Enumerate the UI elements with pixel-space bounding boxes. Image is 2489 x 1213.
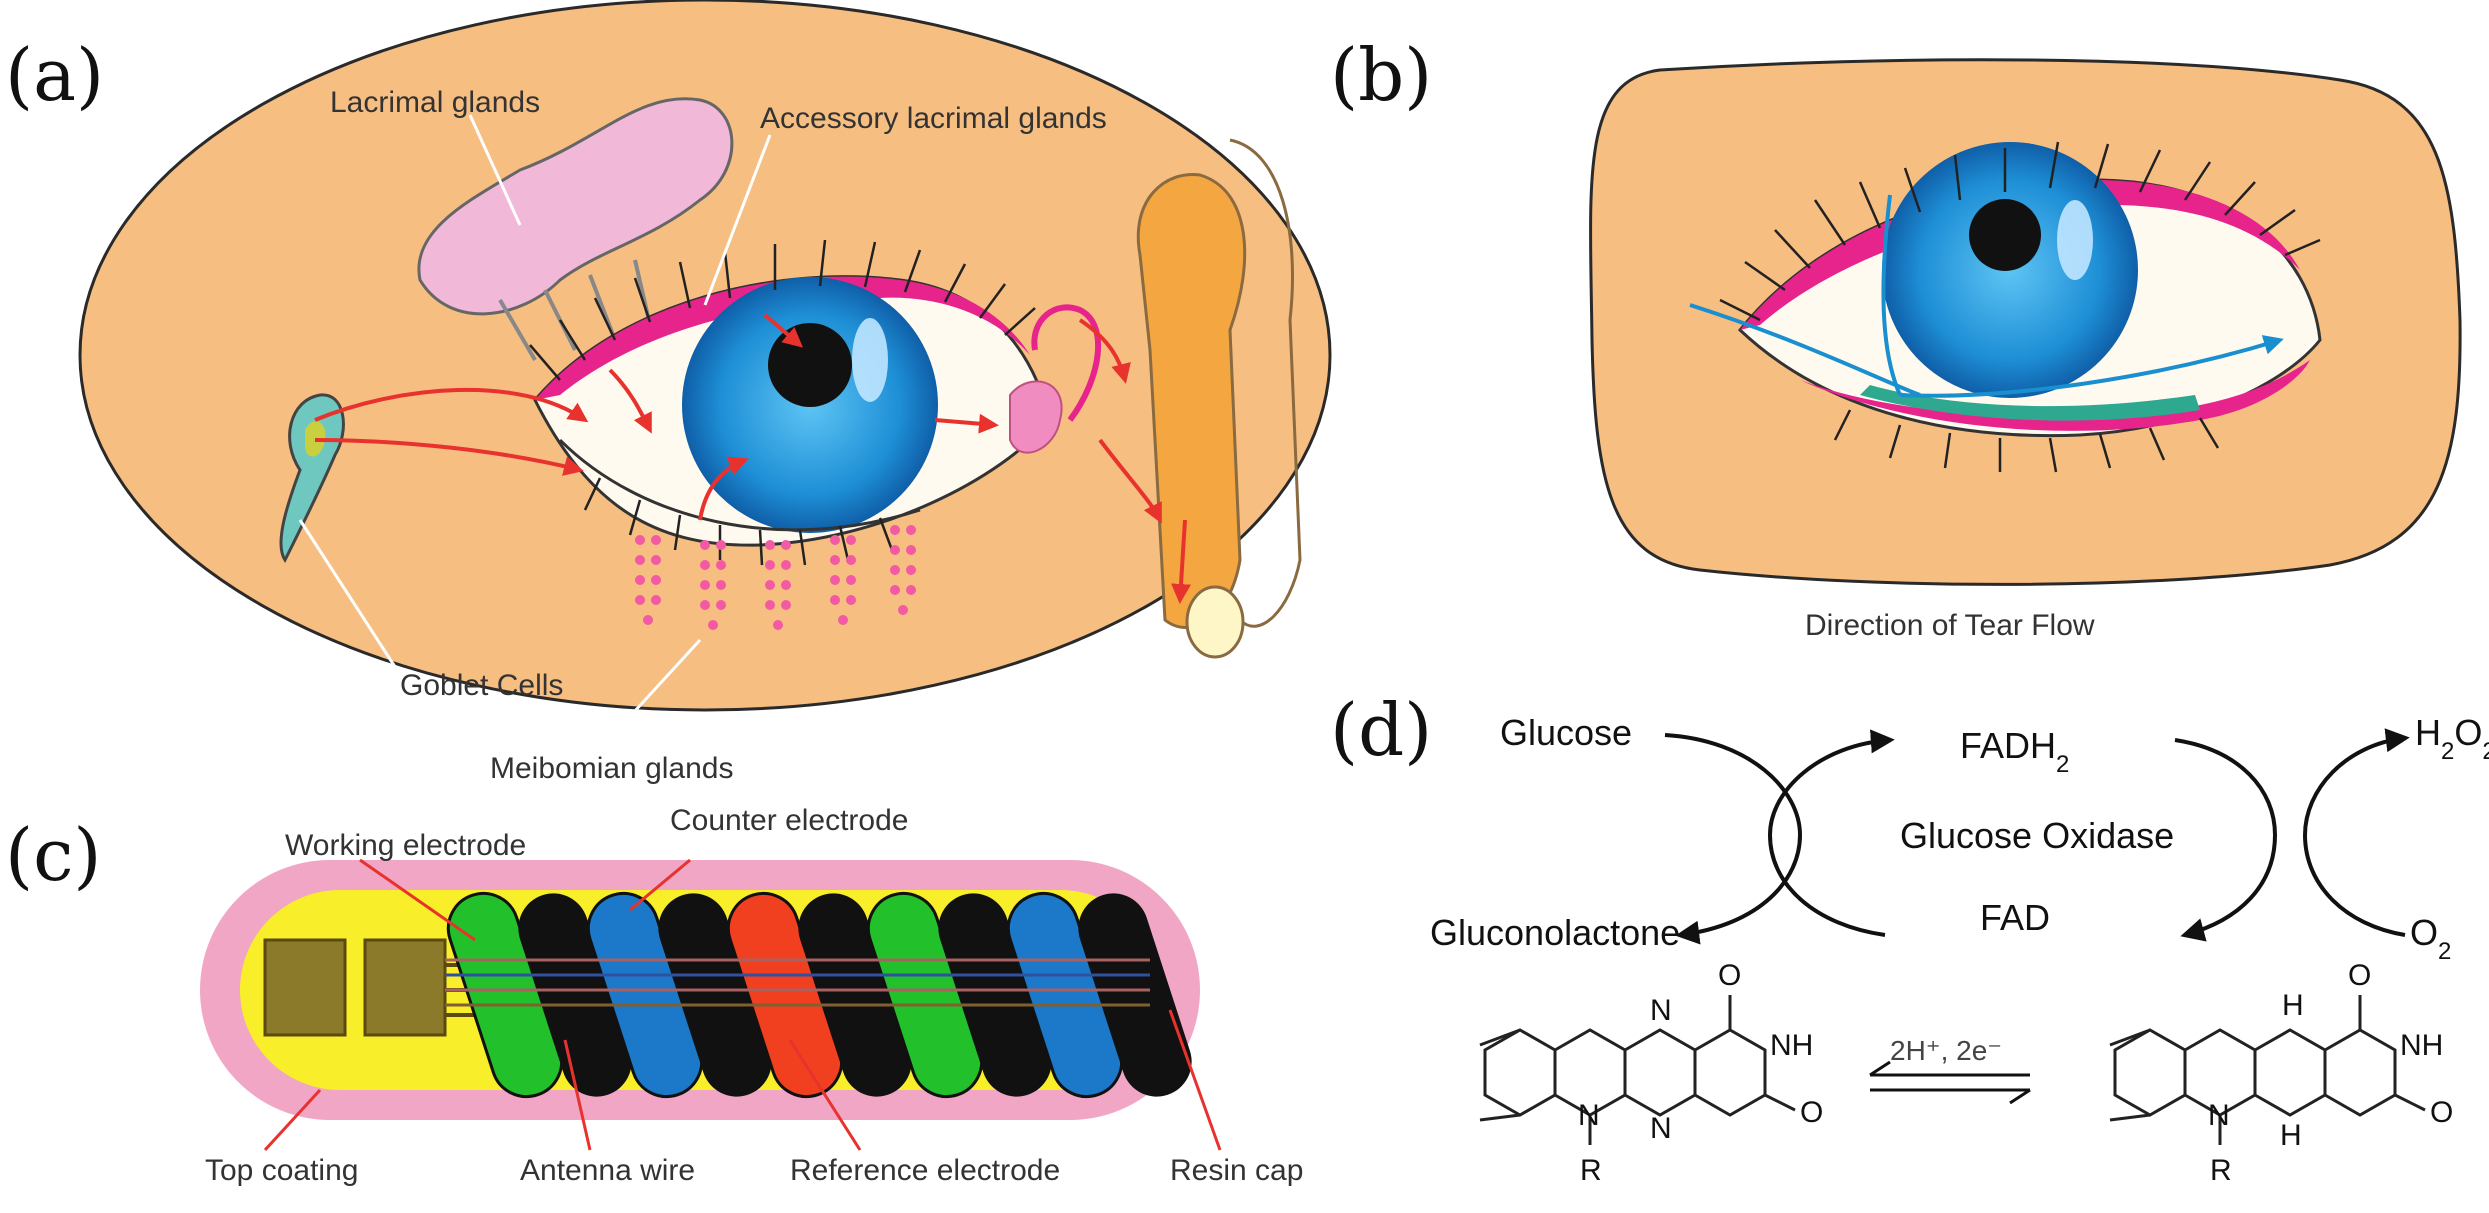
eye-highlight-b	[2057, 200, 2093, 280]
svg-text:N: N	[2208, 1099, 2230, 1132]
panel-b: (b) Direction of Tear Flow	[1330, 33, 2462, 642]
upper-eyelashes-b	[1719, 141, 2321, 322]
equilibrium-arrows: 2H⁺, 2e⁻	[1869, 1035, 2031, 1105]
coil-segment	[518, 893, 632, 1097]
svg-text:N: N	[1650, 1112, 1672, 1145]
nasal-bone	[1229, 138, 1302, 628]
fad-label: FAD	[1980, 897, 2050, 938]
label-resin-cap: Resin cap	[1170, 1154, 1303, 1187]
label-top-coating: Top coating	[205, 1154, 358, 1187]
label-goblet-cells: Goblet Cells	[400, 669, 563, 702]
pupil-b	[1969, 199, 2041, 271]
svg-text:H: H	[2282, 989, 2304, 1022]
tear-flow-arrows	[314, 313, 1191, 604]
antenna-wires	[445, 958, 1150, 1007]
bone-nub	[1185, 585, 1245, 659]
svg-text:N: N	[1578, 1099, 1600, 1132]
panel-d-label: (d)	[1330, 688, 1432, 772]
coil-segment	[798, 893, 912, 1097]
label-lacrimal-glands: Lacrimal glands	[330, 86, 540, 119]
flavin-oxidized: N O NH O N N R	[1479, 959, 1823, 1187]
o2-label: O2	[2410, 912, 2451, 965]
svg-text:R: R	[2210, 1154, 2232, 1187]
svg-text:NH: NH	[1770, 1029, 1813, 1062]
lacrimal-canal	[1031, 304, 1102, 422]
eye-highlight	[852, 318, 888, 402]
panel-d: (d) Glucose Gluconolactone FADH2 Glucose…	[1330, 688, 2489, 1187]
label-counter-electrode: Counter electrode	[670, 804, 908, 837]
panel-b-label: (b)	[1330, 33, 1432, 117]
label-direction-of-tear-flow: Direction of Tear Flow	[1805, 609, 2095, 642]
svg-text:NH: NH	[2400, 1029, 2443, 1062]
label-working-electrode: Working electrode	[285, 829, 526, 862]
electrode-coil	[446, 891, 1192, 1099]
glucose-oxidase-label: Glucose Oxidase	[1900, 815, 2174, 856]
chip-pad-1	[263, 938, 347, 1037]
lower-eyelashes-b	[1833, 409, 2220, 473]
pupil	[768, 323, 852, 407]
coil-segment	[938, 893, 1052, 1097]
glucose-label: Glucose	[1500, 712, 1632, 753]
panel-a: (a)	[5, 0, 1332, 785]
coil-segment	[1078, 893, 1192, 1097]
panel-c: (c)	[5, 804, 1303, 1187]
meibomian-glands	[635, 525, 916, 630]
fadh2-label: FADH2	[1960, 725, 2069, 778]
flavin-reduced: H O NH O H N R	[2109, 959, 2453, 1187]
leader-lines-a	[298, 114, 772, 762]
leader-lines-c	[263, 858, 1222, 1152]
label-meibomian-glands: Meibomian glands	[490, 752, 733, 785]
svg-text:R: R	[1580, 1154, 1602, 1187]
upper-eyelashes	[529, 239, 1036, 381]
caruncle	[1009, 380, 1063, 454]
goblet-cell	[279, 393, 345, 563]
svg-text:O: O	[2430, 1096, 2453, 1129]
chip-pad-2	[363, 938, 447, 1037]
svg-text:N: N	[1650, 994, 1672, 1027]
svg-text:O: O	[1800, 1096, 1823, 1129]
label-antenna-wire: Antenna wire	[520, 1154, 695, 1187]
gluconolactone-label: Gluconolactone	[1430, 912, 1680, 953]
label-accessory-lacrimal-glands: Accessory lacrimal glands	[760, 102, 1107, 135]
h2o2-label: H2O2	[2415, 712, 2489, 765]
panel-c-label: (c)	[5, 813, 102, 897]
tear-meniscus	[1860, 385, 2200, 421]
tear-flow-lines	[1689, 194, 2284, 398]
coil-segment	[658, 893, 772, 1097]
svg-text:H: H	[2280, 1119, 2302, 1152]
label-reference-electrode: Reference electrode	[790, 1154, 1060, 1187]
lower-eyelid-b	[1800, 360, 2310, 431]
svg-text:O: O	[2348, 959, 2371, 992]
lower-eyelid	[558, 438, 921, 532]
svg-text:2H⁺, 2e⁻: 2H⁺, 2e⁻	[1890, 1035, 2002, 1066]
panel-a-label: (a)	[5, 33, 104, 117]
reaction-arrows	[1664, 728, 2410, 945]
svg-text:O: O	[1718, 959, 1741, 992]
